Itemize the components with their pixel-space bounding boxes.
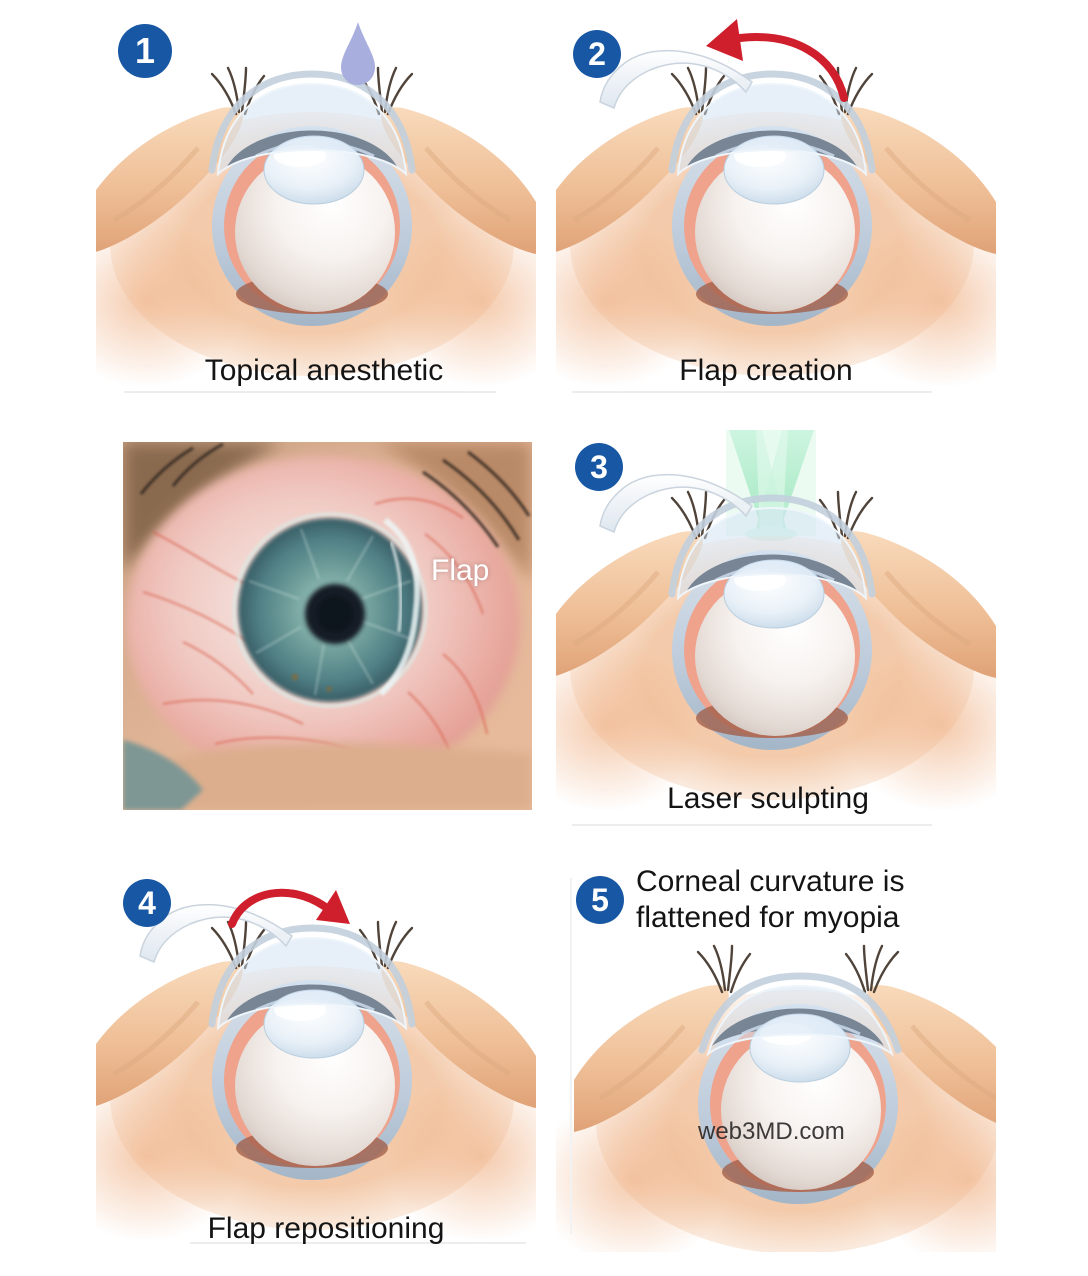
step-4-badge: 4 [123,879,171,927]
step-4-caption: Flap repositioning [207,1212,445,1245]
divider-line [572,824,932,826]
step-5-panel: 5 Corneal curvature is flattened for myo… [556,860,996,1252]
step-2-badge: 2 [573,30,621,78]
step-1-number: 1 [134,30,156,71]
column-divider-line [570,878,572,1234]
step-4-panel: 4 Flap repositioning [96,860,536,1252]
step-5-badge: 5 [576,876,624,924]
curved-arrow-right-icon [228,888,350,928]
step-5-caption-line2: flattened for myopia [636,901,900,934]
flap-photo-label: Flap [431,554,490,587]
flap-photo: Flap [123,442,532,810]
watermark-text: web3MD.com [698,1118,845,1145]
step-1-caption: Topical anesthetic [204,354,444,387]
step-3-number: 3 [590,448,608,485]
divider-line [190,1242,526,1244]
step-5-caption-line1: Corneal curvature is [636,865,905,898]
step-5-caption: Corneal curvature is flattened for myopi… [636,864,976,936]
divider-line [124,391,496,393]
step-2-panel: 2 Flap creation [556,6,996,392]
eye-illustration-flap-repositioning [96,888,536,1252]
anesthetic-drop-icon [341,22,375,85]
eye-illustration-flap-creation [556,19,996,392]
step-2-caption: Flap creation [679,354,853,387]
eye-illustration-laser [556,430,996,830]
step-4-number: 4 [138,884,156,921]
step-1-badge: 1 [118,24,172,78]
eye-photo-illustration [123,442,532,810]
divider-line [572,391,932,393]
step-2-number: 2 [588,35,606,72]
curved-arrow-left-icon [706,19,848,102]
step-3-panel: 3 Laser sculpting [556,430,996,830]
eye-illustration-anesthetic [96,22,536,392]
step-3-caption: Laser sculpting [667,782,869,815]
step-5-number: 5 [591,881,609,918]
step-3-badge: 3 [575,443,623,491]
flap-edge-highlight [378,517,421,697]
step-1-panel: 1 Topical anesthetic [96,6,536,392]
